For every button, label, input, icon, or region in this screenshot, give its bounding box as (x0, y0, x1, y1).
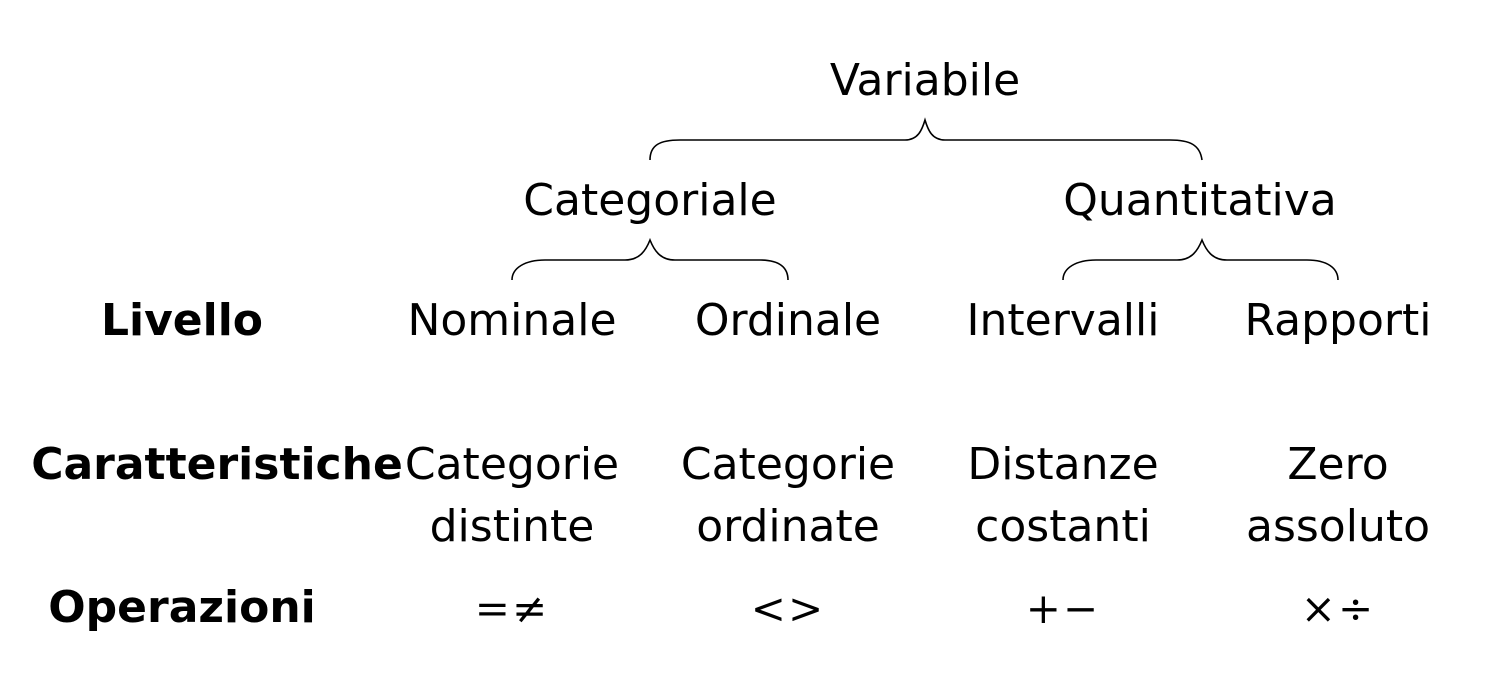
characteristics-line: costanti (975, 501, 1151, 552)
characteristics-line: Zero (1287, 439, 1389, 490)
row-header-operations: Operazioni (48, 582, 316, 633)
level-operations: =≠ (474, 584, 550, 633)
level-operations: +− (1025, 584, 1101, 633)
characteristics-line: assoluto (1245, 501, 1431, 552)
row-header-level: Livello (100, 295, 264, 346)
level-name: Rapporti (1244, 295, 1432, 346)
level-characteristics: Categorie distinte (405, 434, 619, 558)
level-name: Nominale (407, 295, 617, 346)
characteristics-line: distinte (429, 501, 595, 552)
characteristics-line: ordinate (696, 501, 880, 552)
brace-categoriale (511, 237, 789, 281)
root-node-variabile: Variabile (829, 55, 1021, 106)
brace-variabile (649, 117, 1203, 161)
brace-quantitativa (1062, 237, 1339, 281)
characteristics-line: Categorie (404, 439, 620, 490)
level-characteristics: Zero assoluto (1246, 434, 1430, 558)
group-node-quantitativa: Quantitativa (1063, 175, 1337, 226)
level-characteristics: Categorie ordinate (681, 434, 895, 558)
level-name: Ordinale (694, 295, 882, 346)
level-operations: <> (750, 584, 826, 633)
characteristics-line: Categorie (680, 439, 896, 490)
level-name: Intervalli (966, 295, 1160, 346)
group-node-categoriale: Categoriale (523, 175, 777, 226)
level-characteristics: Distanze costanti (967, 434, 1158, 558)
row-header-characteristics: Caratteristiche (31, 439, 403, 490)
level-operations: ×÷ (1300, 584, 1376, 633)
characteristics-line: Distanze (967, 439, 1159, 490)
